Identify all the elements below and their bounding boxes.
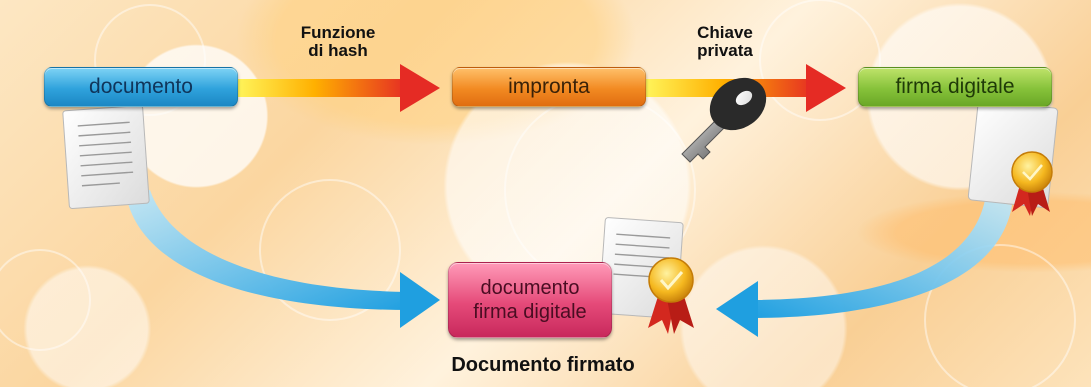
- key-icon: [681, 77, 767, 163]
- seal-ribbon-icon: [598, 217, 694, 334]
- private-key-label: Chiave privata: [697, 23, 753, 60]
- node-firma-digitale-label: firma digitale: [895, 75, 1015, 98]
- signed-node-line1: documento: [480, 277, 580, 299]
- node-documento: documento: [44, 67, 238, 107]
- curve-arrow-left: [126, 190, 440, 328]
- certificate-icon: [967, 99, 1059, 216]
- document-icon: [62, 105, 150, 209]
- node-firma-digitale: firma digitale: [858, 67, 1052, 107]
- node-documento-firmato: documento firma digitale: [448, 262, 612, 338]
- node-documento-label: documento: [89, 75, 193, 98]
- curve-arrow-right: [716, 200, 1012, 337]
- hash-function-label: Funzione di hash: [300, 23, 376, 60]
- hash-arrow: [238, 64, 440, 112]
- node-impronta: impronta: [452, 67, 646, 107]
- node-impronta-label: impronta: [508, 75, 590, 98]
- caption-signed-document: Documento firmato: [451, 354, 635, 376]
- signed-node-line2: firma digitale: [473, 301, 587, 323]
